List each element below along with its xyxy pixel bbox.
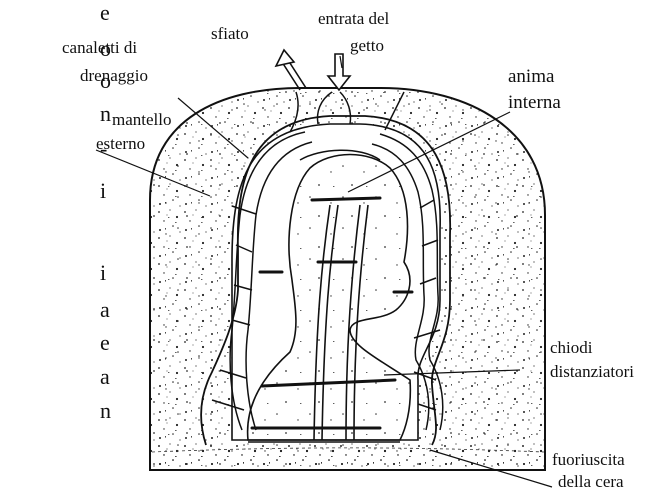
label-anima-line1: anima — [508, 66, 554, 88]
label-entrata-line2: getto — [350, 36, 384, 56]
label-sfiato: sfiato — [211, 24, 249, 44]
pour-arrow-icon — [328, 54, 350, 90]
label-entrata-line1: entrata del — [318, 9, 389, 29]
vent-arrow-icon — [276, 50, 306, 90]
label-chiodi-line1: chiodi — [550, 338, 593, 358]
label-fuoriuscita-line2: della cera — [558, 472, 624, 492]
label-chiodi-line2: distanziatori — [550, 362, 634, 382]
label-mantello-line2: esterno — [96, 134, 145, 154]
label-canaletti-line1: canaletti di — [62, 38, 137, 58]
label-anima-line2: interna — [508, 92, 561, 114]
label-mantello-line1: mantello — [112, 110, 171, 130]
label-fuoriuscita-line1: fuoriuscita — [552, 450, 625, 470]
label-canaletti-line2: drenaggio — [80, 66, 148, 86]
